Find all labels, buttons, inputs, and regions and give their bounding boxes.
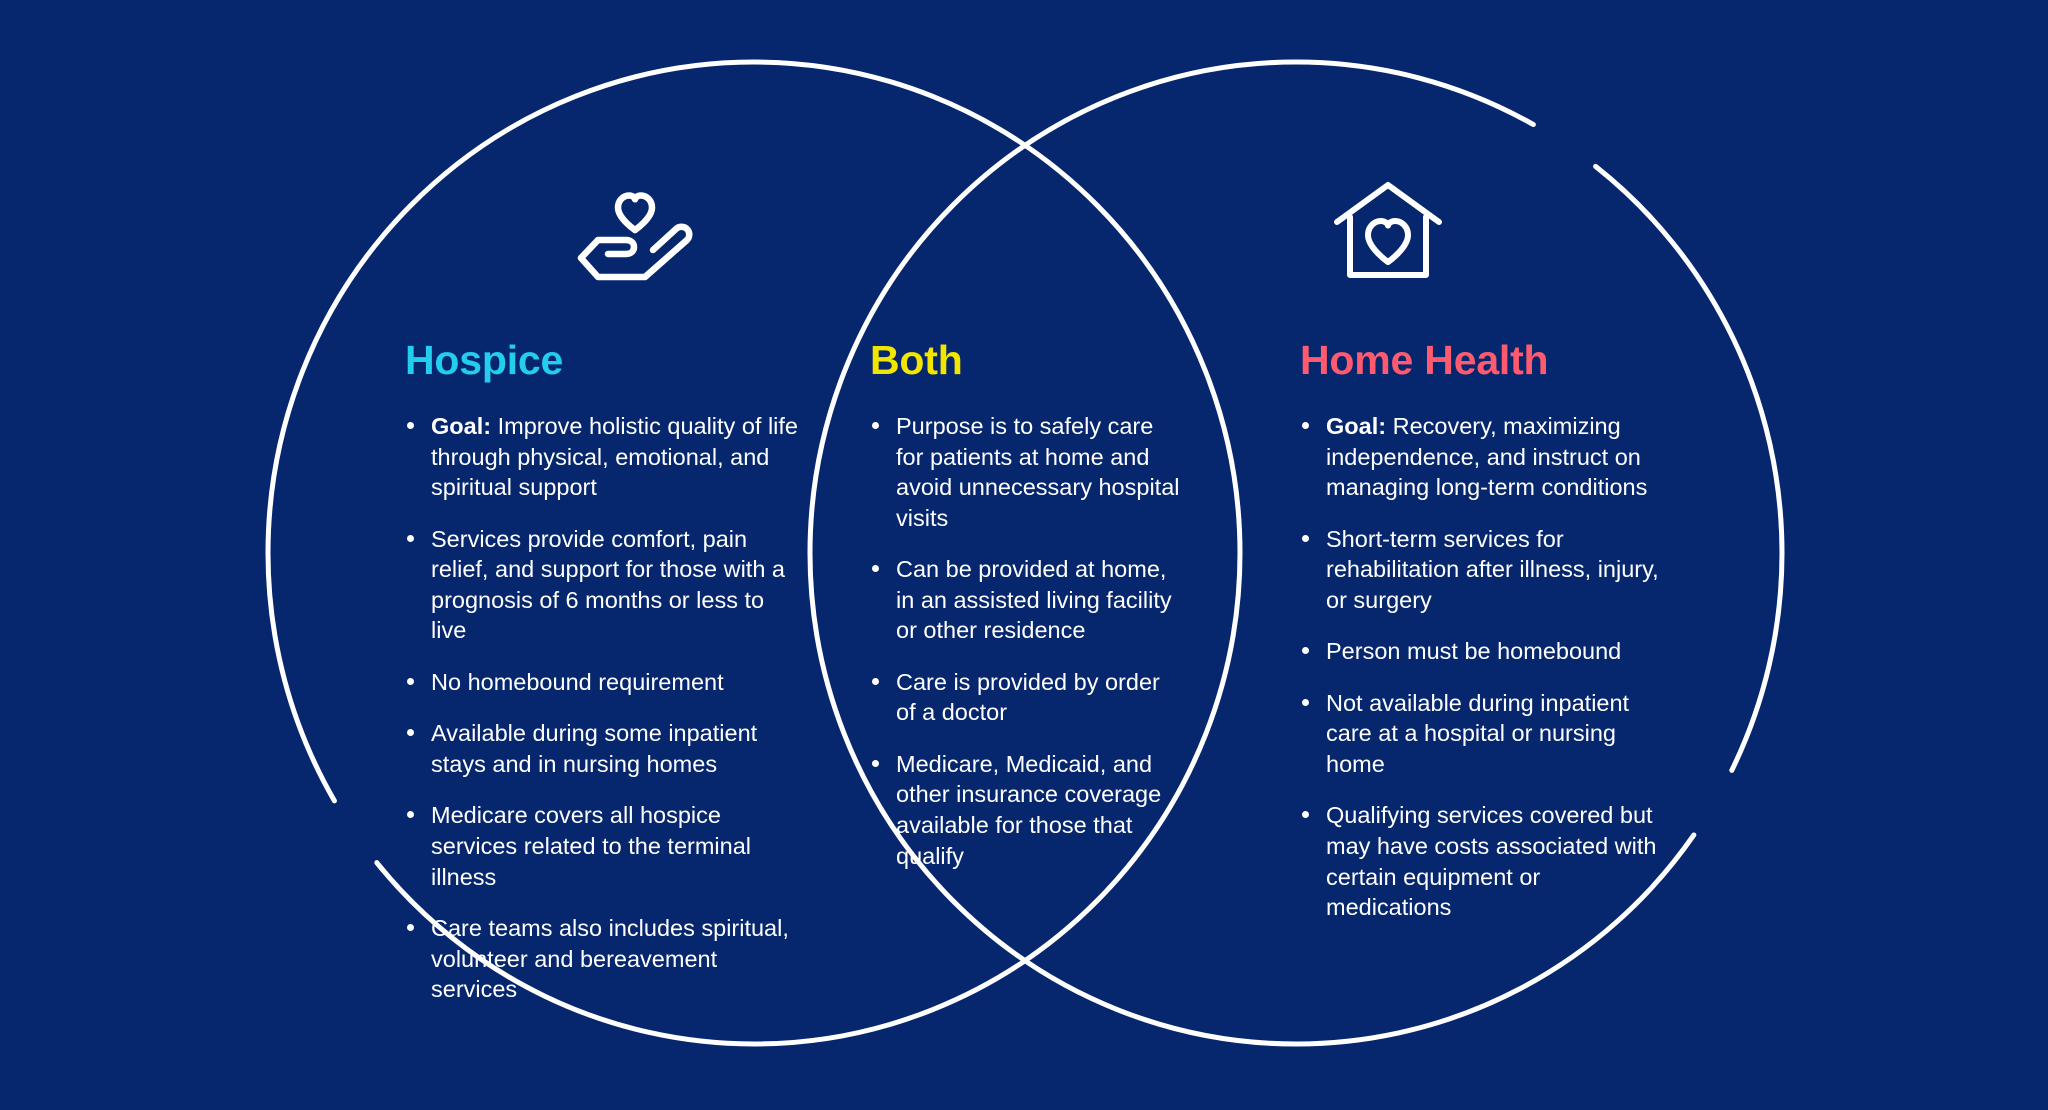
list-item: Qualifying services covered but may have… bbox=[1300, 800, 1670, 922]
bullet-text: No homebound requirement bbox=[431, 668, 724, 695]
bullet-dot-icon bbox=[872, 759, 879, 767]
list-item: Medicare covers all hospice services rel… bbox=[405, 800, 805, 892]
bullet-dot-icon bbox=[1302, 647, 1309, 655]
bullet-text: Care teams also includes spiritual, volu… bbox=[431, 915, 789, 1003]
bullet-dot-icon bbox=[407, 924, 414, 932]
column-hospice: Hospice Goal: Improve holistic quality o… bbox=[405, 340, 805, 1005]
bullet-dot-icon bbox=[872, 565, 879, 573]
column-both: Both Purpose is to safely care for patie… bbox=[870, 340, 1180, 871]
bullet-dot-icon bbox=[407, 811, 414, 819]
bullet-dot-icon bbox=[1302, 698, 1309, 706]
bullet-list-hospice: Goal: Improve holistic quality of life t… bbox=[405, 411, 805, 1005]
list-item: Goal: Recovery, maximizing independence,… bbox=[1300, 411, 1670, 503]
list-item: Medicare, Medicaid, and other insurance … bbox=[870, 749, 1180, 871]
list-item: Not available during inpatient care at a… bbox=[1300, 688, 1670, 780]
bullet-text: Person must be homebound bbox=[1326, 638, 1622, 665]
hand-holding-heart-icon bbox=[575, 182, 695, 287]
bullet-text: Medicare covers all hospice services rel… bbox=[431, 802, 752, 890]
bullet-lead: Goal: bbox=[1326, 413, 1387, 439]
list-item: Care teams also includes spiritual, volu… bbox=[405, 913, 805, 1005]
house-with-heart-icon bbox=[1333, 180, 1443, 280]
list-item: Services provide comfort, pain relief, a… bbox=[405, 524, 805, 646]
bullet-text: Short-term services for rehabilitation a… bbox=[1326, 525, 1659, 613]
column-title-hospice: Hospice bbox=[405, 337, 564, 383]
bullet-dot-icon bbox=[872, 677, 879, 685]
bullet-dot-icon bbox=[407, 422, 414, 429]
list-item: No homebound requirement bbox=[405, 667, 805, 698]
list-item: Goal: Improve holistic quality of life t… bbox=[405, 411, 805, 503]
bullet-text: Care is provided by order of a doctor bbox=[896, 668, 1160, 726]
bullet-text: Improve holistic quality of life through… bbox=[431, 413, 798, 501]
bullet-dot-icon bbox=[407, 534, 414, 542]
column-title-both: Both bbox=[870, 337, 963, 383]
column-home-health: Home Health Goal: Recovery, maximizing i… bbox=[1300, 340, 1670, 923]
bullet-text: Qualifying services covered but may have… bbox=[1326, 802, 1657, 921]
bullet-text: Medicare, Medicaid, and other insurance … bbox=[896, 750, 1162, 869]
list-item: Care is provided by order of a doctor bbox=[870, 667, 1180, 728]
list-item: Available during some inpatient stays an… bbox=[405, 718, 805, 779]
bullet-text: Purpose is to safely care for patients a… bbox=[896, 413, 1180, 531]
bullet-lead: Goal: bbox=[431, 413, 492, 439]
bullet-dot-icon bbox=[1302, 422, 1309, 429]
list-item: Purpose is to safely care for patients a… bbox=[870, 411, 1180, 533]
list-item: Short-term services for rehabilitation a… bbox=[1300, 524, 1670, 616]
list-item: Can be provided at home, in an assisted … bbox=[870, 554, 1180, 646]
list-item: Person must be homebound bbox=[1300, 636, 1670, 667]
bullet-dot-icon bbox=[407, 677, 414, 685]
bullet-text: Services provide comfort, pain relief, a… bbox=[431, 525, 786, 644]
bullet-text: Recovery, maximizing independence, and i… bbox=[1326, 413, 1648, 501]
bullet-dot-icon bbox=[872, 422, 879, 429]
bullet-dot-icon bbox=[1302, 811, 1309, 819]
bullet-text: Available during some inpatient stays an… bbox=[431, 720, 758, 777]
bullet-text: Not available during inpatient care at a… bbox=[1326, 689, 1630, 777]
bullet-dot-icon bbox=[407, 729, 414, 737]
bullet-list-both: Purpose is to safely care for patients a… bbox=[870, 411, 1180, 871]
bullet-dot-icon bbox=[1302, 534, 1309, 542]
bullet-list-home-health: Goal: Recovery, maximizing independence,… bbox=[1300, 411, 1670, 923]
bullet-text: Can be provided at home, in an assisted … bbox=[896, 556, 1172, 644]
column-title-home-health: Home Health bbox=[1300, 337, 1549, 383]
